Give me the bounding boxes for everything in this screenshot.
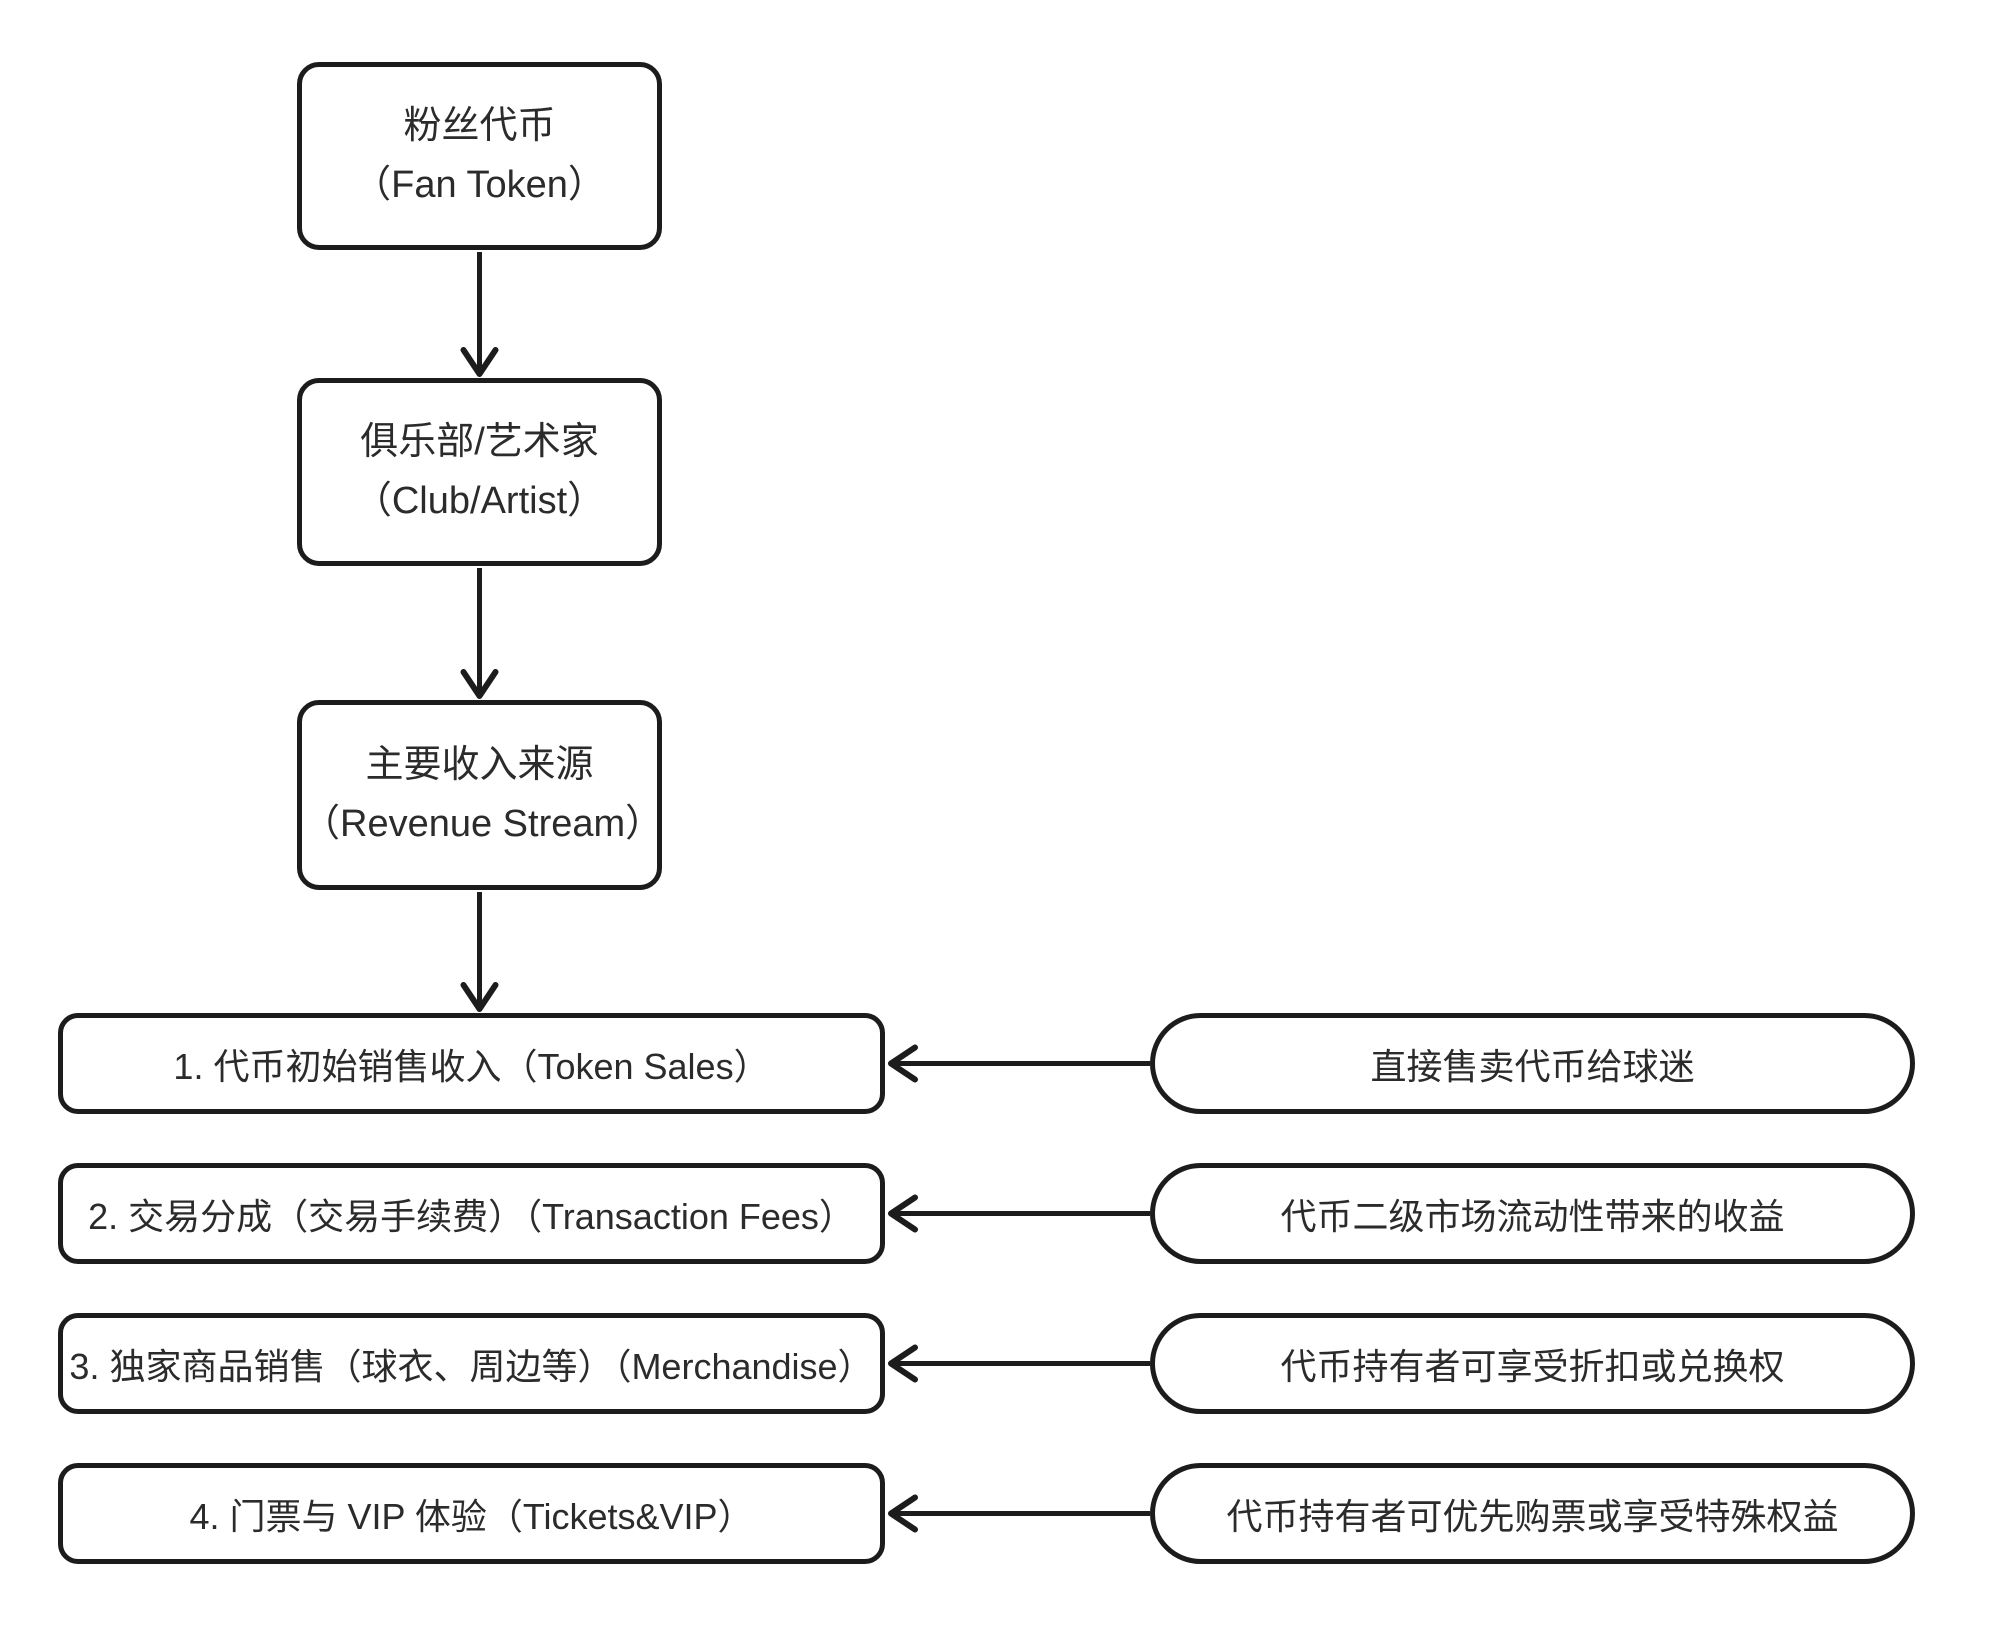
revenue-item-merchandise: 3. 独家商品销售（球衣、周边等）（Merchandise） (58, 1313, 885, 1414)
note-pill-merchandise-label: 代币持有者可享受折扣或兑换权 (1280, 1345, 1785, 1387)
note-pill-tickets-vip: 代币持有者可优先购票或享受特殊权益 (1150, 1463, 1915, 1564)
note-pill-tickets-vip-label: 代币持有者可优先购票或享受特殊权益 (1226, 1495, 1839, 1537)
revenue-item-transaction-fees: 2. 交易分成（交易手续费）（Transaction Fees） (58, 1163, 885, 1264)
node-club-artist: 俱乐部/艺术家 （Club/Artist） (297, 378, 662, 566)
note-pill-token-sales-label: 直接售卖代币给球迷 (1370, 1045, 1695, 1087)
revenue-item-tickets-vip: 4. 门票与 VIP 体验（Tickets&VIP） (58, 1463, 885, 1564)
node-revenue-stream-label-zh: 主要收入来源 (365, 744, 594, 787)
node-revenue-stream: 主要收入来源 （Revenue Stream） (297, 700, 664, 890)
node-club-artist-label-zh: 俱乐部/艺术家 (360, 421, 599, 464)
node-revenue-stream-label-en: （Revenue Stream） (302, 803, 664, 845)
node-fan-token-label-en: （Fan Token） (353, 164, 606, 206)
note-pill-merchandise: 代币持有者可享受折扣或兑换权 (1150, 1313, 1915, 1414)
node-fan-token: 粉丝代币 （Fan Token） (297, 62, 662, 250)
note-pill-transaction-fees: 代币二级市场流动性带来的收益 (1150, 1163, 1915, 1264)
node-fan-token-label-zh: 粉丝代币 (403, 105, 556, 148)
revenue-item-transaction-fees-label: 2. 交易分成（交易手续费）（Transaction Fees） (88, 1195, 855, 1237)
note-pill-transaction-fees-label: 代币二级市场流动性带来的收益 (1280, 1195, 1785, 1237)
revenue-item-token-sales-label: 1. 代币初始销售收入（Token Sales） (173, 1045, 770, 1087)
revenue-item-merchandise-label: 3. 独家商品销售（球衣、周边等）（Merchandise） (69, 1345, 874, 1387)
revenue-item-token-sales: 1. 代币初始销售收入（Token Sales） (58, 1013, 885, 1114)
node-club-artist-label-en: （Club/Artist） (353, 480, 606, 522)
note-pill-token-sales: 直接售卖代币给球迷 (1150, 1013, 1915, 1114)
revenue-item-tickets-vip-label: 4. 门票与 VIP 体验（Tickets&VIP） (189, 1495, 754, 1537)
